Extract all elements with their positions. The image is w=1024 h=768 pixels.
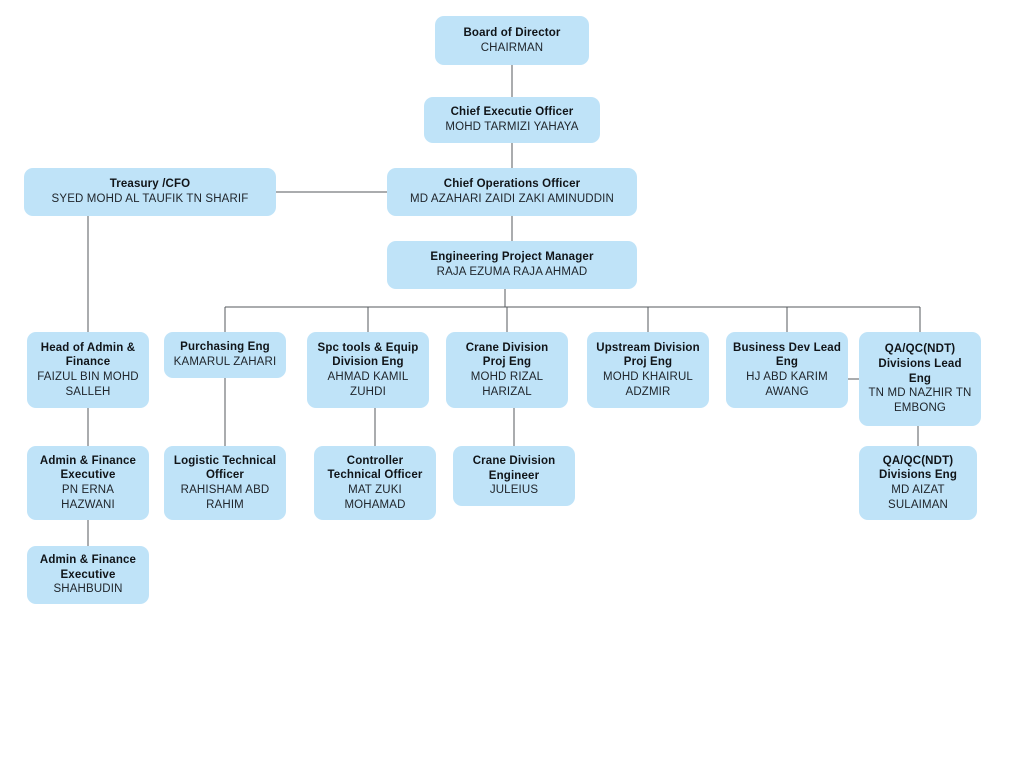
org-node-person-name: MOHD TARMIZI YAHAYA (445, 121, 579, 133)
org-node-title: Crane Division Engineer (472, 454, 556, 482)
org-node-person-name: MOHD KHAIRUL ADZMIR (603, 371, 693, 398)
org-node-title: Chief Executie Officer (450, 106, 574, 119)
org-node-person-name: MOHD RIZAL HARIZAL (470, 371, 544, 398)
org-node-title: Purchasing Eng (180, 341, 270, 354)
org-node-person-name: TN MD NAZHIR TN EMBONG (868, 387, 972, 415)
org-node-person-name: MAT ZUKI MOHAMAD (344, 484, 406, 511)
org-node-title: Spc tools & Equip Division Eng (317, 341, 419, 369)
org-node-person-name: PN ERNA HAZWANI (61, 484, 115, 511)
org-node-title: QA/QC(NDT) Divisions Lead Eng (878, 343, 962, 385)
org-node-title: Chief Operations Officer (443, 178, 581, 191)
org-node-person-name: MD AIZAT SULAIMAN (888, 484, 948, 511)
org-node-title: Head of Admin & Finance (40, 341, 136, 369)
org-node-treasury-cfo[interactable]: Treasury /CFO SYED MOHD AL TAUFIK TN SHAR… (24, 168, 276, 216)
org-node-person-name: SYED MOHD AL TAUFIK TN SHARIF (51, 193, 249, 205)
org-node-person-name: CHAIRMAN (480, 41, 544, 54)
org-node-person-name: RAJA EZUMA RAJA AHMAD (436, 266, 588, 278)
org-node-person-name: JULEIUS (489, 484, 539, 497)
org-node-title: Board of Director (463, 26, 561, 39)
org-node-title: QA/QC(NDT) Divisions Eng (879, 454, 957, 482)
org-node-title: Crane Division Proj Eng (465, 341, 549, 369)
org-node-title: Admin & Finance Executive (39, 553, 137, 581)
org-node-title: Admin & Finance Executive (39, 454, 137, 482)
org-node-person-name: RAHISHAM ABD RAHIM (180, 484, 270, 511)
org-node-person-name: HJ ABD KARIM AWANG (746, 371, 828, 398)
org-node-title: Business Dev Lead Eng (733, 341, 842, 369)
org-node-person-name: MD AZAHARI ZAIDI ZAKI AMINUDDIN (409, 193, 614, 205)
org-node-person-name: KAMARUL ZAHARI (173, 356, 277, 368)
org-node-person-name: SHAHBUDIN (53, 583, 123, 596)
org-node-person-name: AHMAD KAMIL ZUHDI (327, 371, 409, 398)
org-node-title: Treasury /CFO (109, 178, 191, 191)
org-node-title: Engineering Project Manager (430, 251, 594, 264)
org-node-title: Controller Technical Officer (327, 454, 423, 482)
org-node-person-name: FAIZUL BIN MOHD SALLEH (37, 371, 139, 398)
org-node-chief-operations-officer[interactable]: Chief Operations Officer MD AZAHARI ZAIDI… (387, 168, 637, 216)
org-node-title: Logistic Technical Officer (173, 454, 277, 482)
org-node-title: Upstream Division Proj Eng (596, 341, 700, 369)
